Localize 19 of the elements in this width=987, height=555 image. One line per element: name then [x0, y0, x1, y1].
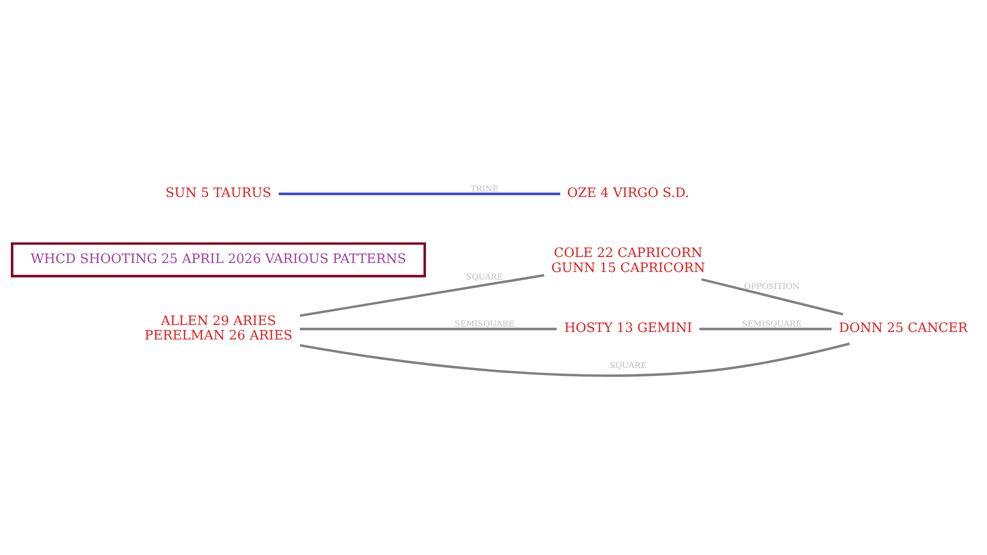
- node-text: OZE 4 VIRGO S.D.: [567, 186, 690, 201]
- node-text: ALLEN 29 ARIES PERELMAN 26 ARIES: [144, 314, 292, 344]
- node-text: DONN 25 CANCER: [838, 321, 968, 336]
- connector: [300, 274, 544, 317]
- connector: [300, 328, 557, 330]
- edge-label: SQUARE: [610, 360, 647, 370]
- edge-label: SEMISQUARE: [454, 318, 514, 329]
- edge-label: SQUARE: [466, 271, 503, 282]
- connector: [701, 278, 844, 316]
- connector: [699, 328, 832, 330]
- edge-label: TRINE: [470, 183, 498, 194]
- node-text: COLE 22 CAPRICORN GUNN 15 CAPRICORN: [551, 246, 706, 276]
- connector: [278, 192, 560, 196]
- node-text: HOSTY 13 GEMINI: [564, 321, 692, 336]
- node-box: WHCD SHOOTING 25 APRIL 2026 VARIOUS PATTERNS: [10, 242, 426, 278]
- edge-label: SEMISQUARE: [742, 318, 802, 329]
- edge-label: OPPOSITION: [744, 281, 800, 292]
- node-text: SUN 5 TAURUS: [165, 186, 272, 201]
- connector: [300, 342, 850, 377]
